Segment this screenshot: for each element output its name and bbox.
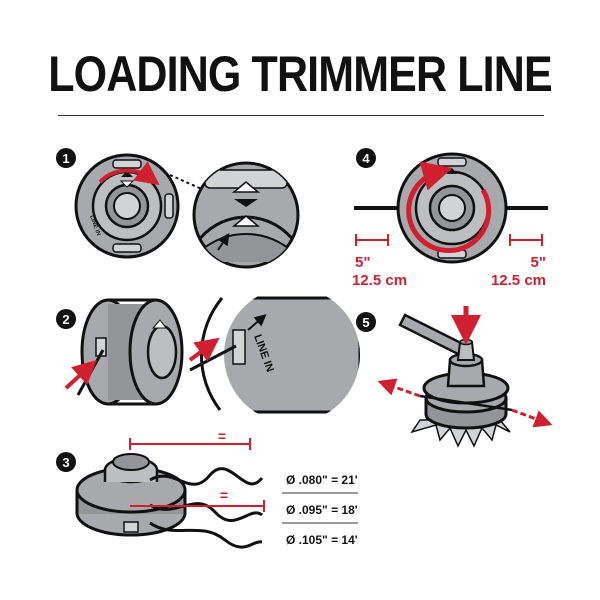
equal-length-markers: = = bbox=[129, 428, 265, 512]
zoom-detail-arrows bbox=[192, 161, 300, 269]
step-4-number: 4 bbox=[362, 151, 370, 166]
title-divider bbox=[58, 115, 544, 116]
step-1: 1 LINE IN bbox=[56, 148, 300, 269]
spool-top-view: LINE IN bbox=[74, 153, 180, 259]
step-2: 2 LINE IN bbox=[56, 287, 360, 423]
step-1-badge: 1 bbox=[56, 148, 76, 168]
right-length-inches: 5" bbox=[531, 254, 546, 271]
step-5-badge: 5 bbox=[356, 312, 376, 332]
step-3-number: 3 bbox=[62, 455, 69, 470]
line-length-row: Ø .080" = 21' bbox=[286, 473, 358, 487]
step-3: 3 = = Ø .080" = 21' bbox=[56, 428, 358, 549]
step-4-badge: 4 bbox=[356, 148, 376, 168]
step-5-number: 5 bbox=[362, 315, 369, 330]
step-2-badge: 2 bbox=[56, 309, 76, 329]
zoom-detail-line-in: LINE IN bbox=[188, 287, 360, 423]
step-4: 4 5" 12.5 cm 5" 12.5 cm bbox=[352, 148, 548, 289]
page-title: LOADING TRIMMER LINE bbox=[48, 46, 552, 102]
line-length-row: Ø .095" = 18' bbox=[286, 503, 358, 517]
line-length-table: Ø .080" = 21' Ø .095" = 18' Ø .105" = 14… bbox=[282, 473, 358, 547]
trimmer-shaft bbox=[398, 313, 467, 357]
spool-winding bbox=[396, 152, 508, 264]
step-3-badge: 3 bbox=[56, 452, 76, 472]
step-5: 5 bbox=[356, 306, 553, 448]
measure-left: 5" 12.5 cm bbox=[352, 234, 407, 289]
spool-with-line bbox=[75, 453, 264, 549]
line-length-row: Ø .105" = 14' bbox=[286, 533, 358, 547]
equal-sign-bottom: = bbox=[220, 487, 228, 503]
step-2-number: 2 bbox=[62, 312, 69, 327]
left-length-inches: 5" bbox=[355, 254, 370, 271]
equal-sign-top: = bbox=[218, 428, 226, 444]
step-1-number: 1 bbox=[62, 151, 69, 166]
trimmer-head-bump bbox=[377, 306, 553, 448]
right-length-cm: 12.5 cm bbox=[491, 272, 546, 289]
measure-right: 5" 12.5 cm bbox=[491, 234, 546, 289]
left-length-cm: 12.5 cm bbox=[352, 272, 407, 289]
spool-side-view bbox=[64, 298, 184, 406]
